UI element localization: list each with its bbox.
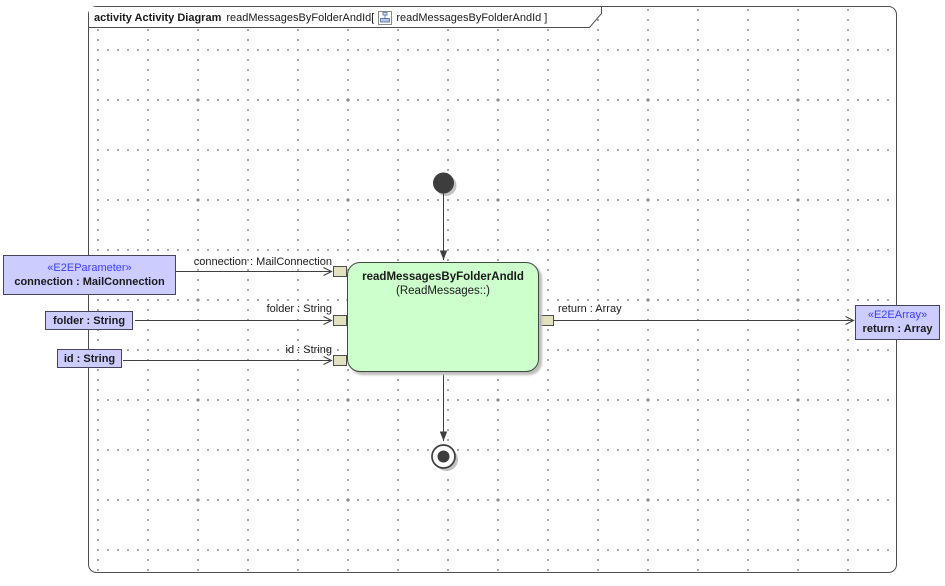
- parameter-node-folder[interactable]: folder : String: [45, 311, 133, 330]
- input-pin-folder[interactable]: [333, 315, 347, 326]
- edge-label-folder[interactable]: folder : String: [266, 303, 332, 315]
- frame-title[interactable]: activity Activity Diagram readMessagesBy…: [94, 9, 547, 26]
- result-stereotype: «E2EArray»: [867, 309, 928, 321]
- input-pin-id[interactable]: [333, 355, 347, 366]
- frame-title-ref: readMessagesByFolderAndId ]: [396, 11, 548, 24]
- parameter-stereotype: «E2EParameter»: [47, 261, 132, 274]
- edge-label-connection[interactable]: connection : MailConnection: [193, 256, 332, 268]
- action-name: readMessagesByFolderAndId: [362, 271, 524, 283]
- frame-title-name: readMessagesByFolderAndId[: [226, 11, 375, 24]
- final-node-dot: [437, 450, 450, 463]
- edge-label-return[interactable]: return : Array: [558, 303, 622, 315]
- frame-title-keyword: activity Activity Diagram: [94, 11, 222, 24]
- result-name: return : Array: [862, 323, 933, 335]
- input-pin-connection[interactable]: [333, 266, 347, 277]
- action-node-readMessagesByFolderAndId[interactable]: readMessagesByFolderAndId (ReadMessages:…: [347, 262, 539, 372]
- parameter-name: folder : String: [52, 314, 126, 327]
- initial-node[interactable]: [433, 172, 454, 194]
- parameter-node-connection[interactable]: «E2EParameter» connection : MailConnecti…: [3, 255, 176, 295]
- frame-header-outline: [88, 7, 602, 28]
- action-qualifier: (ReadMessages::): [396, 285, 490, 297]
- frame-header-pentagon[interactable]: [89, 7, 601, 28]
- parameter-node-id[interactable]: id : String: [57, 349, 122, 368]
- parameter-name: connection : MailConnection: [14, 275, 165, 288]
- activity-diagram-icon: [378, 10, 393, 25]
- output-pin-return[interactable]: [540, 315, 554, 326]
- parameter-name: id : String: [63, 352, 116, 365]
- edge-label-id[interactable]: id : String: [285, 344, 332, 356]
- result-node-return[interactable]: «E2EArray» return : Array: [855, 305, 940, 340]
